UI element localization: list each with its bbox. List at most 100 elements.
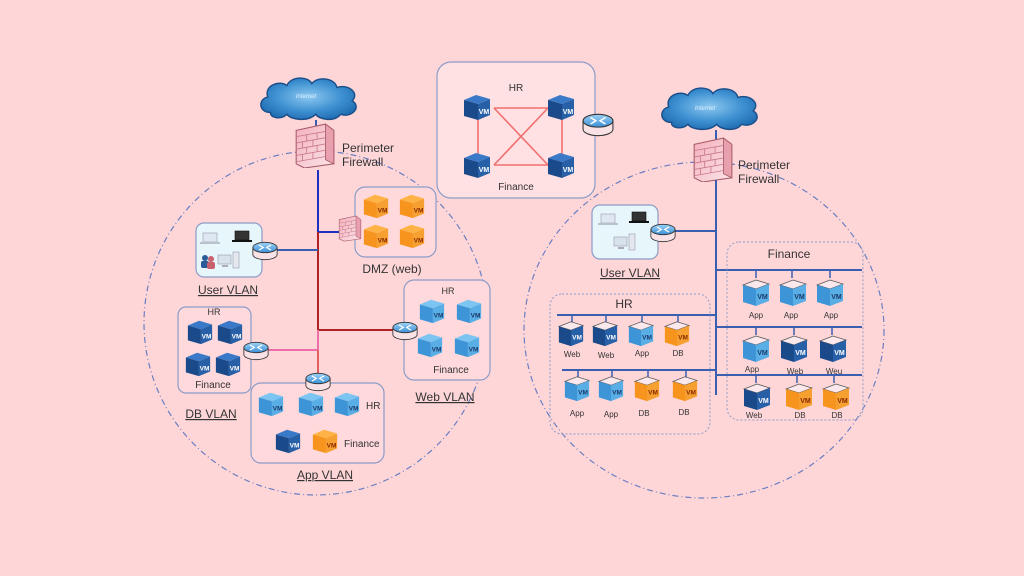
vm-role-label: DB — [831, 411, 842, 420]
router-icon — [305, 372, 331, 392]
web-vlan-label: Web VLAN — [415, 390, 474, 404]
right-user-vlan: User VLAN — [591, 204, 660, 280]
dmz-group: DMZ (web) — [354, 186, 437, 276]
web-vlan-hr-label: HR — [442, 286, 455, 296]
vm-role-label: App — [604, 410, 619, 419]
vm-icon — [419, 299, 445, 324]
vm-icon — [312, 429, 338, 454]
db-vlan: HR Finance DB VLAN — [177, 306, 252, 421]
vm-icon — [258, 392, 284, 417]
vm-icon — [215, 352, 241, 377]
vm-server-icon — [558, 321, 584, 347]
vm-icon — [456, 299, 482, 324]
dmz-label: DMZ (web) — [362, 262, 421, 276]
app-vlan-finance-label: Finance — [344, 439, 380, 450]
vm-icon — [399, 194, 425, 219]
right-user-vlan-label: User VLAN — [600, 266, 660, 280]
internet-label: Internet — [695, 106, 716, 112]
vm-server-icon — [742, 279, 770, 307]
left-firewall-label-2: Firewall — [342, 155, 383, 169]
right-backbone — [557, 180, 862, 395]
vm-role-label: Web — [787, 367, 804, 376]
vm-role-label: DB — [678, 408, 689, 417]
vm-server-icon — [816, 279, 844, 307]
desktop-icon — [613, 233, 636, 251]
vm-icon — [464, 95, 490, 120]
db-vlan-hr-label: HR — [208, 307, 221, 317]
users-icon — [201, 255, 215, 269]
vm-server-icon — [628, 321, 654, 347]
left-user-vlan-label: User VLAN — [198, 283, 258, 297]
laptop-icon — [200, 232, 220, 244]
db-vlan-label: DB VLAN — [185, 407, 236, 421]
dmz-firewall-icon — [338, 215, 362, 242]
vm-icon — [548, 153, 574, 178]
web-vlan: HR Finance Web VLAN — [403, 279, 491, 404]
firewall-icon — [295, 123, 335, 168]
internet-label: Internet — [296, 94, 317, 100]
vm-server-icon — [664, 321, 690, 347]
right-hr-title: HR — [615, 297, 633, 311]
mesh-links — [477, 107, 563, 166]
vm-role-label: Weu — [826, 367, 842, 376]
vm-role-label: Web — [598, 351, 615, 360]
vm-icon — [417, 333, 443, 358]
vm-icon — [187, 320, 213, 345]
vm-server-icon — [743, 383, 771, 411]
laptop-icon — [232, 230, 252, 242]
right-firewall-label-2: Firewall — [738, 172, 779, 186]
router-icon — [252, 241, 278, 261]
vm-role-label: App — [784, 311, 799, 320]
firewall-icon — [693, 137, 733, 182]
vm-role-label: DB — [638, 409, 649, 418]
vm-role-label: Web — [564, 350, 581, 359]
vm-icon — [363, 224, 389, 249]
router-icon — [392, 321, 418, 341]
vm-server-icon — [819, 335, 847, 363]
db-vlan-finance-label: Finance — [195, 380, 231, 391]
vm-role-label: DB — [672, 349, 683, 358]
right-finance-group: Finance App App App App Web Weu — [726, 241, 864, 421]
laptop-icon — [598, 213, 618, 225]
right-hr-group: HR Web Web App DB App App DB — [549, 293, 711, 435]
app-vlan-hr-label: HR — [366, 401, 380, 412]
vm-server-icon — [564, 376, 590, 402]
vm-role-label: App — [749, 311, 764, 320]
vm-icon — [185, 352, 211, 377]
vm-server-icon — [785, 383, 813, 411]
vm-role-label: App — [635, 349, 650, 358]
vm-icon — [363, 194, 389, 219]
vm-icon — [217, 320, 243, 345]
vm-server-icon — [634, 376, 660, 402]
vm-icon — [454, 333, 480, 358]
vm-icon — [548, 95, 574, 120]
top-center-vm-group: HR Finance — [436, 61, 596, 199]
vm-server-icon — [672, 376, 698, 402]
left-user-vlan: User VLAN — [195, 222, 263, 297]
vm-icon — [275, 429, 301, 454]
vm-role-label: App — [570, 409, 585, 418]
vm-icon — [298, 392, 324, 417]
vm-icon — [464, 153, 490, 178]
vm-server-icon — [592, 321, 618, 347]
vm-server-icon — [779, 279, 807, 307]
vm-server-icon — [822, 383, 850, 411]
vm-role-label: DB — [794, 411, 805, 420]
vm-role-label: App — [824, 311, 839, 320]
router-icon — [243, 341, 269, 361]
right-finance-title: Finance — [768, 247, 811, 261]
vm-icon — [334, 392, 360, 417]
web-vlan-finance-label: Finance — [433, 365, 469, 376]
router-icon — [650, 223, 676, 243]
right-firewall-label-1: Perimeter — [738, 158, 790, 172]
vm-role-label: Web — [746, 411, 763, 420]
vm-server-icon — [742, 335, 770, 363]
vm-role-label: App — [745, 365, 760, 374]
router-icon — [582, 113, 614, 137]
app-vlan: HR Finance App VLAN — [250, 382, 385, 482]
vm-server-icon — [598, 376, 624, 402]
top-group-hr-label: HR — [509, 83, 523, 94]
app-vlan-label: App VLAN — [297, 468, 353, 482]
desktop-icon — [217, 251, 240, 269]
